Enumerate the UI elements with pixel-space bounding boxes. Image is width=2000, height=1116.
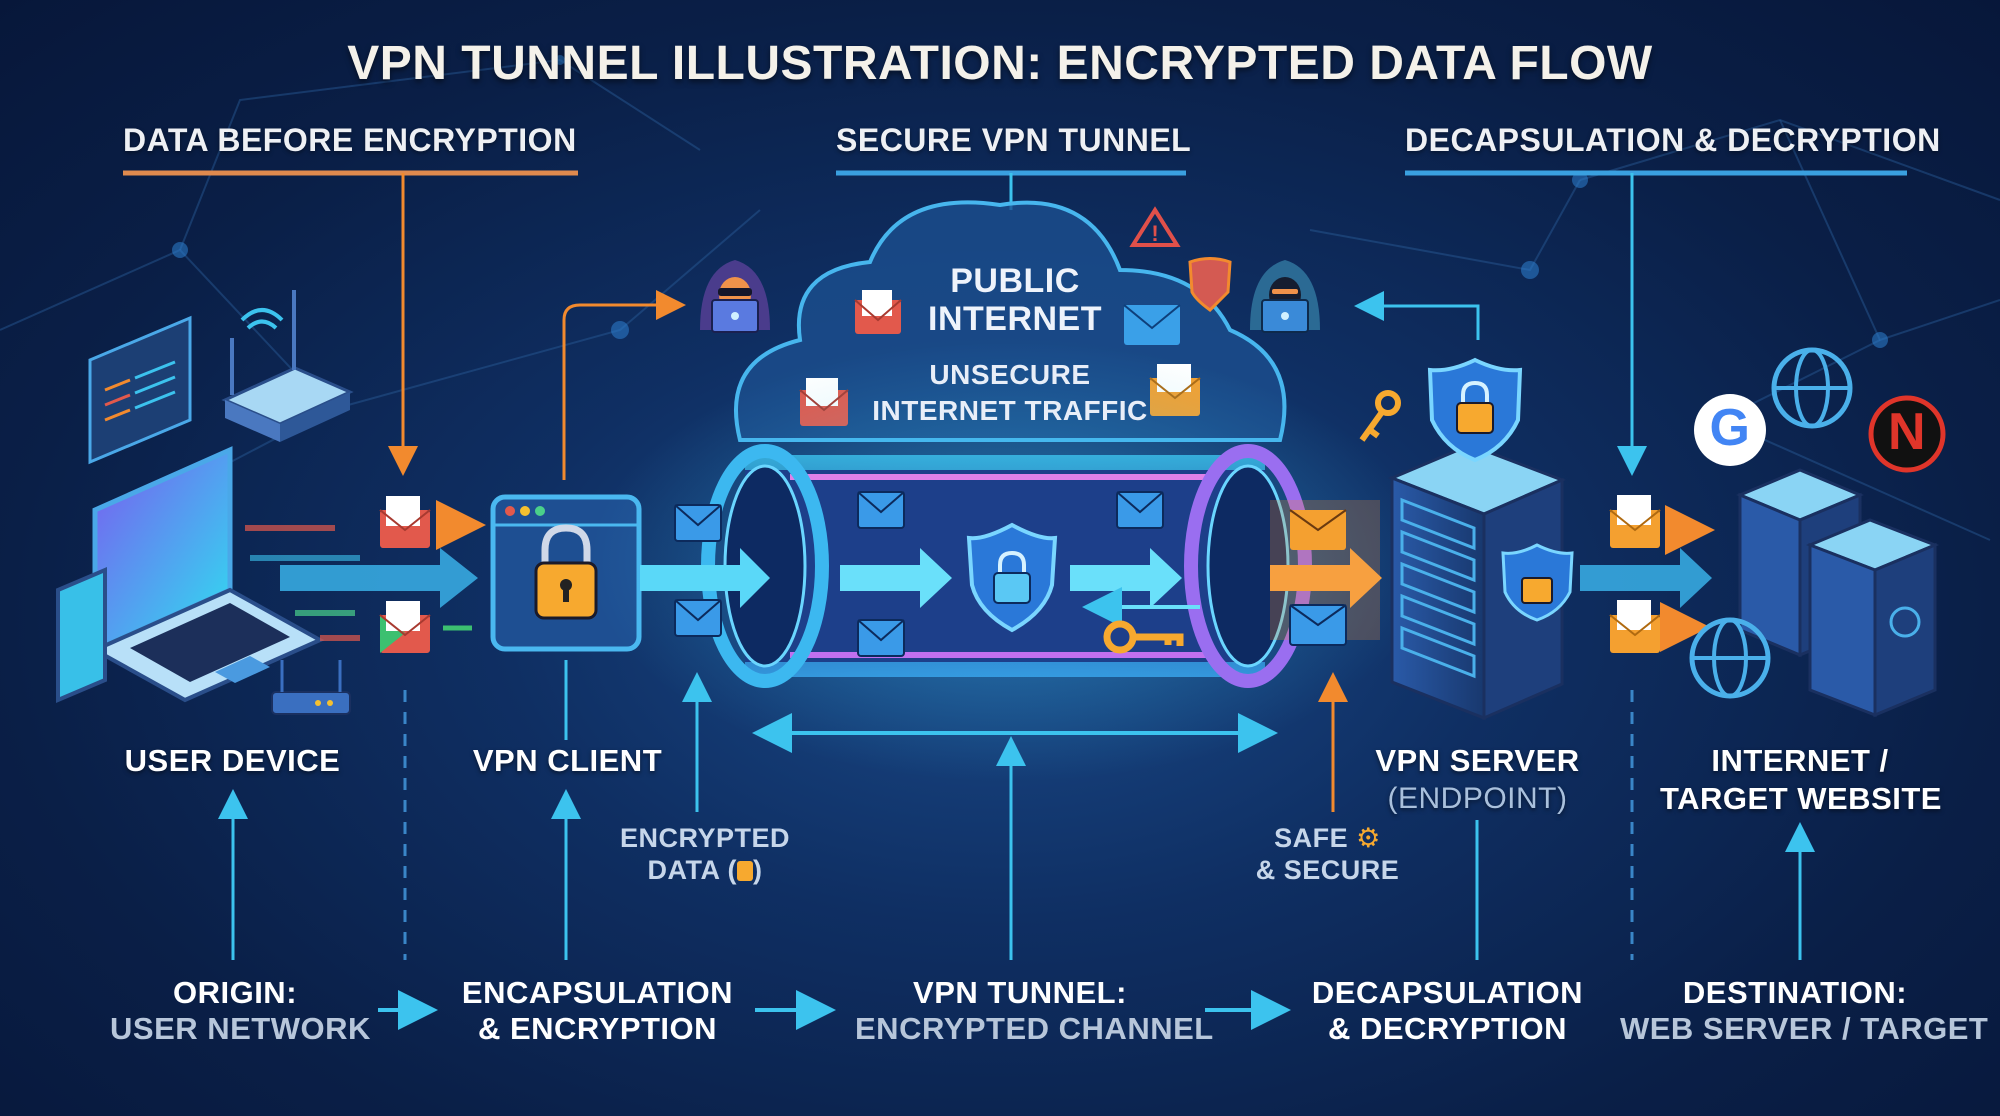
cloud-title-line2: INTERNET <box>928 300 1102 338</box>
data-flow-arrow <box>1580 548 1712 608</box>
broken-shield-icon <box>1188 257 1232 312</box>
warning-icon: ! <box>1129 206 1181 247</box>
key-icon <box>1359 390 1401 442</box>
envelope-icon <box>1609 495 1661 548</box>
globe-icon <box>1771 347 1853 429</box>
envelope-icon <box>1289 509 1347 550</box>
header-connector-decapsulation <box>1405 170 1907 476</box>
encrypted-data-line1: ENCRYPTED <box>619 823 791 853</box>
flow-step-decapsulation: DECAPSULATION & DECRYPTION <box>1311 975 1584 1046</box>
unencrypted-envelope-icon <box>379 601 431 653</box>
server-shield-lock-icon <box>1427 357 1523 463</box>
server-hacker-arrow <box>1354 291 1480 340</box>
vpn-server-sub: (ENDPOINT) <box>1387 782 1568 815</box>
node-label-internet-target: INTERNET / TARGET WEBSITE <box>1660 742 1942 818</box>
tunnel-flow-arrows <box>640 548 1278 753</box>
envelope-icon <box>1123 304 1181 345</box>
safe-line1: SAFE ⚙ <box>1274 823 1381 853</box>
netflix-letter: N <box>1887 403 1927 461</box>
hacker-icon <box>1250 260 1320 333</box>
page-title: VPN TUNNEL ILLUSTRATION: ENCRYPTED DATA … <box>347 37 1653 90</box>
code-window-icon <box>88 315 192 465</box>
encrypted-envelope-icon <box>674 504 722 542</box>
safe-secure-note: SAFE ⚙ & SECURE <box>1240 822 1415 886</box>
unencrypted-envelope-icon <box>379 496 431 548</box>
node-label-vpn-client: VPN CLIENT <box>472 743 663 778</box>
section-header-decapsulation: DECAPSULATION & DECRYPTION <box>1405 122 1941 158</box>
encrypted-data-note: ENCRYPTED DATA () <box>610 822 800 886</box>
encrypted-envelope-icon <box>1116 491 1164 529</box>
vpn-server-title: VPN SERVER <box>1375 743 1580 778</box>
cloud-sub-line2: INTERNET TRAFFIC <box>872 395 1148 426</box>
internet-target-sub: TARGET WEBSITE <box>1660 781 1942 816</box>
smartphone-icon <box>56 566 107 704</box>
encrypted-data-line2: DATA () <box>647 855 763 885</box>
encrypted-envelope-icon <box>674 599 722 637</box>
router-icon <box>221 290 354 442</box>
flow-step-origin: ORIGIN: USER NETWORK <box>110 975 371 1046</box>
leak-arrow <box>562 290 686 480</box>
cloud-title-line1: PUBLIC <box>950 262 1080 300</box>
flow-step-vpn-tunnel: VPN TUNNEL: ENCRYPTED CHANNEL <box>855 975 1214 1046</box>
node-label-vpn-server: VPN SERVER (ENDPOINT) <box>1345 742 1610 818</box>
cloud-sub-line1: UNSECURE <box>929 359 1091 390</box>
server-side-shield-icon <box>1501 543 1574 622</box>
google-icon <box>1694 394 1766 466</box>
google-letter: G <box>1709 399 1751 457</box>
laptop-icon <box>90 446 325 703</box>
envelope-icon <box>854 290 902 334</box>
internet-target-title: INTERNET / <box>1711 743 1889 778</box>
shield-lock-icon <box>966 522 1058 633</box>
small-router-icon <box>271 660 351 715</box>
netflix-icon <box>1868 395 1946 473</box>
data-bits <box>245 525 360 641</box>
encrypted-envelope-icon <box>857 491 905 529</box>
encrypted-envelope-icon <box>857 619 905 657</box>
section-header-secure-vpn-tunnel: SECURE VPN TUNNEL <box>836 122 1192 158</box>
hacker-icon <box>700 260 770 333</box>
svg-text:!: ! <box>1151 221 1158 246</box>
key-icon <box>1103 620 1184 654</box>
cloud-subtitle: UNSECURE INTERNET TRAFFIC <box>840 357 1180 429</box>
node-label-user-device: USER DEVICE <box>124 743 341 778</box>
globe-icon <box>1689 617 1771 699</box>
safe-line2: & SECURE <box>1255 855 1400 885</box>
encrypted-envelope-icon <box>1289 604 1347 646</box>
flow-step-encapsulation: ENCAPSULATION & ENCRYPTION <box>461 975 734 1046</box>
envelope-icon <box>1609 600 1661 653</box>
section-header-data-before-encryption: DATA BEFORE ENCRYPTION <box>123 122 577 158</box>
cloud-title: PUBLIC INTERNET <box>900 262 1130 338</box>
padlock-icon <box>736 861 753 881</box>
header-connector-data-before <box>123 170 578 476</box>
key-icon: ⚙ <box>1356 823 1381 853</box>
flow-step-destination: DESTINATION: WEB SERVER / TARGET <box>1620 975 1989 1046</box>
target-server-icon <box>1805 518 1940 718</box>
data-flow-arrow <box>280 548 478 608</box>
